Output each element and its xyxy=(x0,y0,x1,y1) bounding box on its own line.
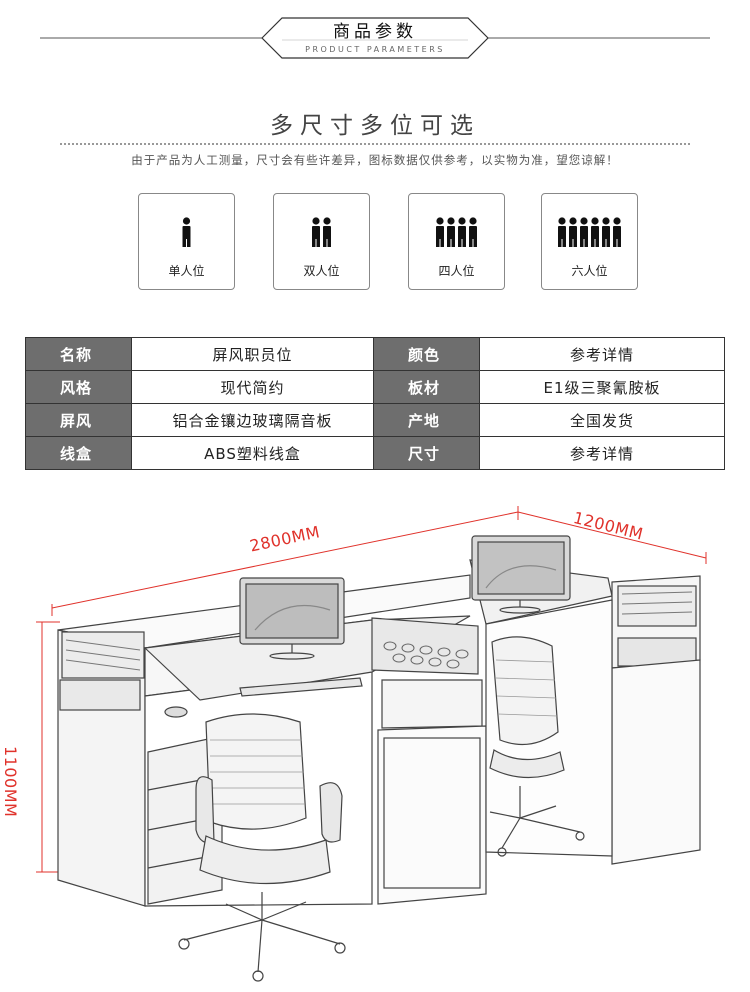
param-value: 现代简约 xyxy=(131,370,374,404)
product-parameters-table: 名称 屏风职员位 颜色 参考详情 风格 现代简约 板材 E1级三聚氰胺板 屏风 … xyxy=(25,337,725,470)
section-header: 商品参数 PRODUCT PARAMETERS xyxy=(0,0,750,80)
param-key: 产地 xyxy=(373,403,480,437)
param-key: 颜色 xyxy=(373,337,480,371)
param-key: 屏风 xyxy=(25,403,132,437)
param-value: 铝合金镶边玻璃隔音板 xyxy=(131,403,374,437)
one-person-icon xyxy=(182,217,191,247)
four-persons-icon xyxy=(436,217,477,247)
seat-label: 单人位 xyxy=(168,264,205,278)
height-dimension-label: 1100MM xyxy=(1,746,20,818)
param-value: 参考详情 xyxy=(479,337,725,371)
seat-label: 四人位 xyxy=(438,264,475,278)
param-value: 参考详情 xyxy=(479,436,725,470)
measurement-note: 由于产品为人工测量，尺寸会有些许差异，图标数据仅供参考，以实物为准，望您谅解！ xyxy=(131,153,619,167)
param-key: 尺寸 xyxy=(373,436,480,470)
six-persons-icon xyxy=(558,217,621,247)
seat-option-four[interactable]: 四人位 xyxy=(408,193,505,290)
two-persons-icon xyxy=(312,217,331,247)
param-key: 名称 xyxy=(25,337,132,371)
table-row: 名称 屏风职员位 颜色 参考详情 xyxy=(25,337,725,371)
seat-label: 六人位 xyxy=(571,264,608,278)
param-value: E1级三聚氰胺板 xyxy=(479,370,725,404)
section-title: 多尺寸多位可选 xyxy=(270,113,480,139)
param-value: ABS塑料线盒 xyxy=(131,436,374,470)
seat-option-six[interactable]: 六人位 xyxy=(541,193,638,290)
seat-option-single[interactable]: 单人位 xyxy=(138,193,235,290)
seat-option-double[interactable]: 双人位 xyxy=(273,193,370,290)
param-value: 屏风职员位 xyxy=(131,337,374,371)
table-row: 风格 现代简约 板材 E1级三聚氰胺板 xyxy=(25,370,725,404)
dotted-divider xyxy=(60,143,690,145)
param-key: 线盒 xyxy=(25,436,132,470)
header-subtitle: PRODUCT PARAMETERS xyxy=(305,45,445,54)
param-key: 风格 xyxy=(25,370,132,404)
table-row: 线盒 ABS塑料线盒 尺寸 参考详情 xyxy=(25,436,725,470)
header-title: 商品参数 xyxy=(333,22,417,42)
table-row: 屏风 铝合金镶边玻璃隔音板 产地 全国发货 xyxy=(25,403,725,437)
header-frame xyxy=(40,17,710,59)
param-value: 全国发货 xyxy=(479,403,725,437)
param-key: 板材 xyxy=(373,370,480,404)
seat-label: 双人位 xyxy=(303,264,340,278)
workstation-illustration xyxy=(36,506,707,982)
